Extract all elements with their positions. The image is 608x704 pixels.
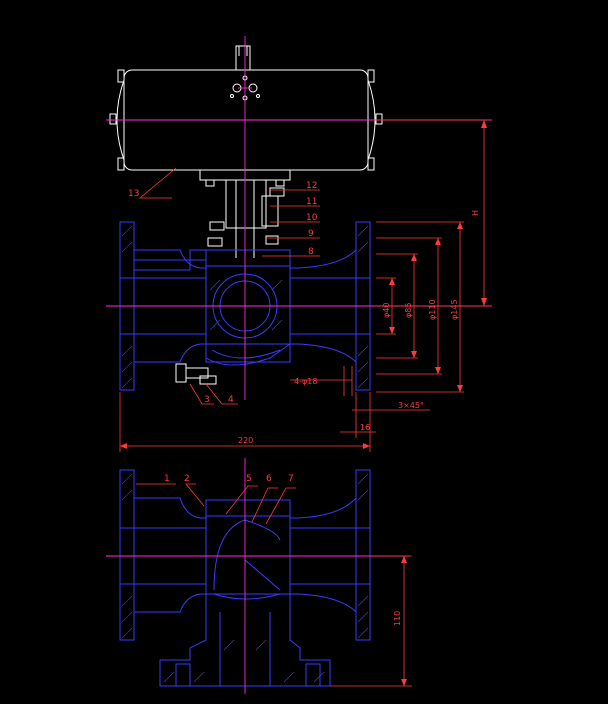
part-label-13: 13 (128, 189, 139, 199)
part-label-12: 12 (306, 181, 317, 191)
dim-16-label: 16 (360, 423, 370, 432)
dimension-labels: H φ40 φ85 φ110 φ145 4-φ18 3×45° 16 220 1… (238, 210, 480, 626)
part-label-2: 2 (184, 474, 190, 484)
hatching-bottom (121, 473, 369, 683)
dim-dia145-label: φ145 (450, 299, 459, 320)
dimension-lines (119, 119, 492, 687)
part-label-8: 8 (308, 247, 314, 257)
dim-dia110-label: φ110 (428, 299, 437, 320)
dim-chamfer-label: 3×45° (398, 401, 424, 410)
part-label-9: 9 (308, 229, 314, 239)
hatching-top (121, 225, 369, 389)
drain-bolt (175, 363, 217, 385)
part-label-10: 10 (306, 213, 318, 223)
dim-220-label: 220 (238, 436, 253, 445)
part-label-5: 5 (246, 474, 252, 484)
part-label-7: 7 (288, 474, 294, 484)
dim-bolt-holes-label: 4-φ18 (294, 377, 317, 386)
dim-dia85-label: φ85 (404, 303, 413, 318)
dim-h-label: H (471, 210, 480, 216)
part-label-3: 3 (204, 395, 210, 405)
leader-lines (136, 167, 320, 525)
dim-110-bottom-label: 110 (393, 611, 402, 626)
part-number-labels: 13 12 11 10 9 8 3 4 1 2 5 6 7 (128, 181, 318, 484)
stem-assembly (207, 179, 285, 258)
part-label-6: 6 (266, 474, 272, 484)
dim-dia40-label: φ40 (382, 303, 391, 318)
part-label-1: 1 (164, 474, 170, 484)
part-label-4: 4 (228, 395, 234, 405)
arrowheads (120, 120, 487, 686)
part-label-11: 11 (306, 197, 317, 207)
